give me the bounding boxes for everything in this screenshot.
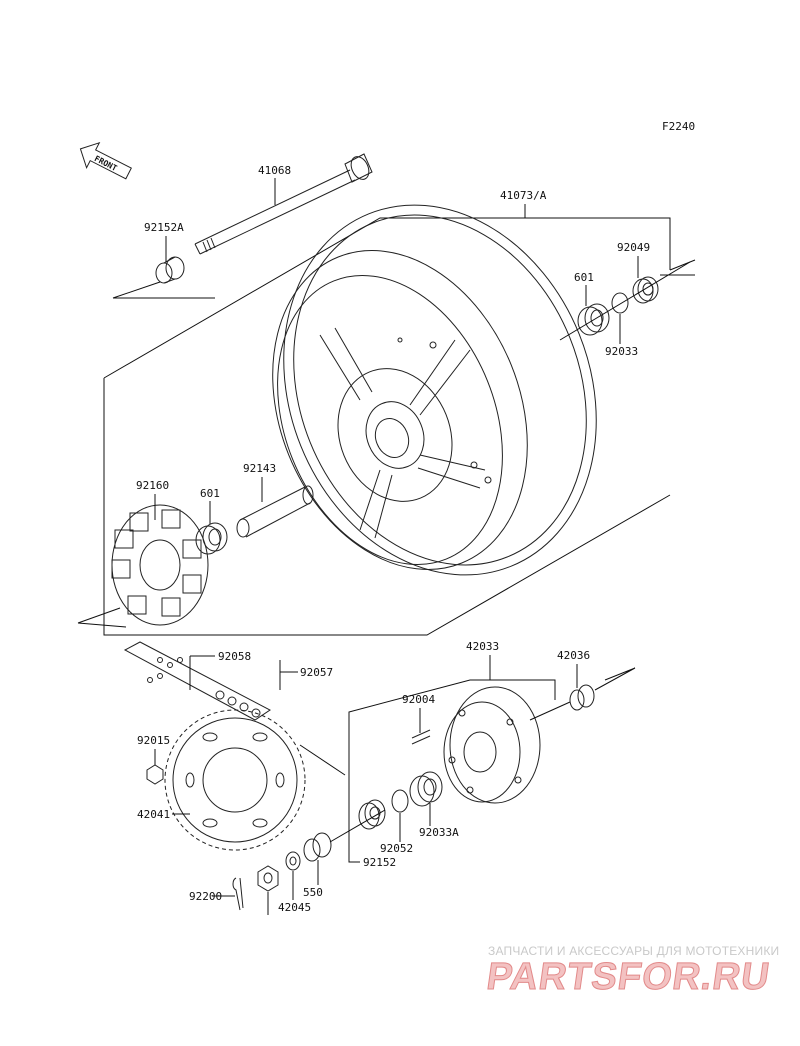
part-label-42033: 42033 — [466, 640, 499, 653]
part-label-601a: 92033A — [419, 826, 459, 839]
part-label-601-top: 601 — [574, 271, 594, 284]
bearing-601-top — [577, 303, 610, 336]
watermark-tagline: ЗАПЧАСТИ И АКСЕССУАРЫ ДЛЯ МОТОТЕХНИКИ — [488, 944, 780, 958]
collar-92152 — [303, 832, 332, 862]
diagram-code: F2240 — [662, 120, 695, 133]
part-label-92058: 92058 — [218, 650, 251, 663]
part-label-92143: 92143 — [243, 462, 276, 475]
part-label-550: 92200 — [189, 890, 222, 903]
washer-92200 — [285, 851, 301, 871]
part-label-92033: 92033 — [605, 345, 638, 358]
seal-92049 — [632, 276, 659, 304]
part-label-92015: 92015 — [137, 734, 170, 747]
stud-92004 — [411, 729, 431, 745]
part-label-92160: 92160 — [136, 479, 169, 492]
circlip-92033a — [391, 789, 409, 813]
cotter-pin-550 — [232, 877, 244, 911]
bearing-601-left — [195, 522, 228, 555]
part-label-92004: 92004 — [402, 693, 435, 706]
circlip-92033 — [611, 292, 629, 314]
sprocket-42041 — [164, 709, 306, 851]
collar-92152a — [155, 256, 185, 284]
rear-wheel — [272, 204, 597, 576]
sleeve-92143 — [236, 485, 314, 538]
axle-shaft — [194, 153, 373, 255]
part-label-92200: 42045 — [278, 901, 311, 914]
part-label-92052: 92152 — [363, 856, 396, 869]
nut-92015 — [146, 764, 164, 785]
front-arrow-label: FRONT — [93, 154, 119, 173]
part-label-92033a: 92052 — [380, 842, 413, 855]
part-label-92152a: 92152A — [144, 221, 184, 234]
front-arrow-icon: FRONT — [79, 141, 132, 180]
watermark-logo: PARTSFOR.RU — [484, 956, 774, 999]
part-label-42036: 42036 — [557, 649, 590, 662]
part-label-92049: 92049 — [617, 241, 650, 254]
part-label-41073a: 41073/A — [500, 189, 547, 202]
nut-42045 — [257, 865, 279, 892]
part-label-92057: 92057 — [300, 666, 333, 679]
part-label-42041: 42041 — [137, 808, 170, 821]
hub-42033 — [443, 686, 541, 804]
collar-42036 — [569, 684, 595, 711]
part-label-601-left: 601 — [200, 487, 220, 500]
part-label-92152: 550 — [303, 886, 323, 899]
part-label-41068: 41068 — [258, 164, 291, 177]
damper-92160 — [111, 504, 209, 626]
bearing-601a — [409, 771, 443, 807]
spacer-92052 — [358, 799, 386, 830]
